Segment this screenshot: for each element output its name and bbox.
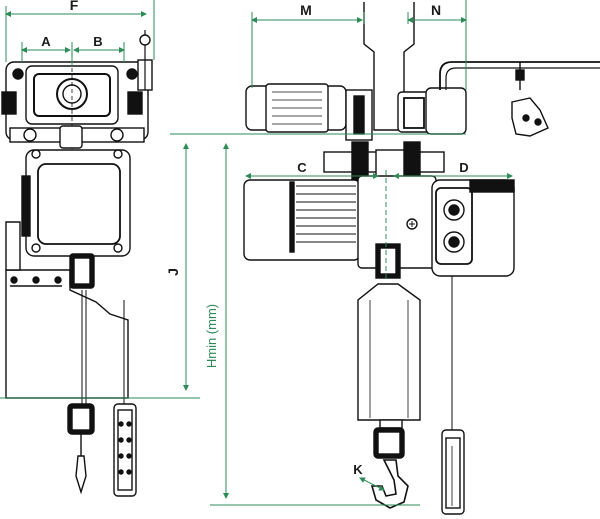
label-m: M (300, 2, 312, 18)
hook (75, 455, 87, 495)
wheel-right (127, 91, 143, 115)
hoist-motor (243, 179, 361, 261)
label-k: K (353, 462, 363, 477)
front-view (243, 2, 600, 515)
label-f: F (70, 0, 79, 13)
label-a: A (41, 34, 51, 49)
label-b: B (93, 34, 102, 49)
power-cable (439, 61, 600, 90)
dimension-lines (0, 0, 513, 506)
hoist-cover (37, 163, 121, 245)
dim-line-k (359, 477, 385, 491)
label-j: J (165, 268, 181, 276)
hook-front (370, 459, 409, 509)
label-d: D (459, 160, 468, 175)
label-hmin: Hmin (mm) (204, 304, 219, 368)
chain-bag (5, 269, 129, 399)
label-c: C (297, 160, 307, 175)
dimension-labels: F A B M N C D J Hmin (mm) K (41, 0, 468, 477)
wheel-left (1, 91, 17, 115)
label-n: N (431, 2, 441, 18)
load-chain (81, 290, 87, 404)
chain-bag-front (357, 283, 421, 421)
side-view (1, 30, 153, 497)
